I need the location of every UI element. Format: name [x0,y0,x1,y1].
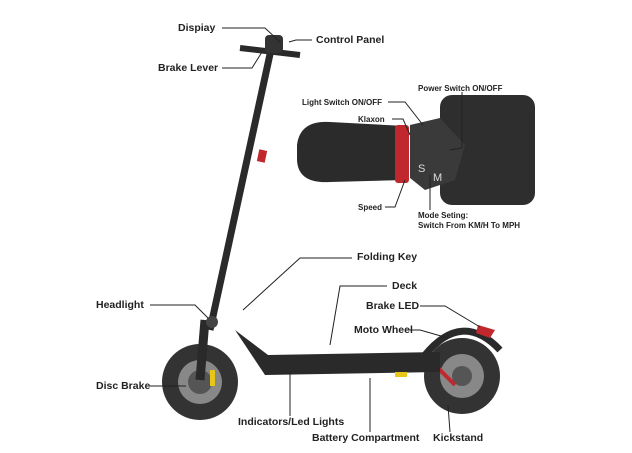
label-disc-brake: Disc Brake [96,380,151,392]
label-power-switch: Power Switch ON/OFF [418,84,503,93]
label-kickstand: Kickstand [433,432,484,444]
label-speed: Speed [358,203,383,212]
deck [235,330,440,375]
label-brake-lever: Brake Lever [158,62,219,74]
control-panel-inset: S M [297,95,535,205]
label-display: Dispiay [178,22,216,34]
front-fork [195,319,210,381]
label-indicators: Indicators/Led Lights [238,416,345,428]
front-wheel [162,344,238,420]
leader-lines [150,27,481,433]
label-moto-wheel: Moto Wheel [354,324,413,336]
label-klaxon: Klaxon [358,115,385,124]
label-headlight: Headlight [96,299,144,311]
label-light-switch: Light Switch ON/OFF [302,98,382,107]
label-deck: Deck [392,280,418,292]
label-control-panel: Control Panel [316,34,385,46]
stem [206,44,276,331]
display-unit [265,35,283,53]
label-mode-setting-detail: Switch From KM/H To MPH [418,221,521,230]
speed-button: S [418,163,425,175]
label-battery-compartment: Battery Compartment [312,432,420,444]
label-folding-key: Folding Key [357,251,418,263]
mode-button: M [433,172,442,184]
label-brake-led: Brake LED [366,300,420,312]
label-mode-setting: Mode Seting: [418,211,469,220]
